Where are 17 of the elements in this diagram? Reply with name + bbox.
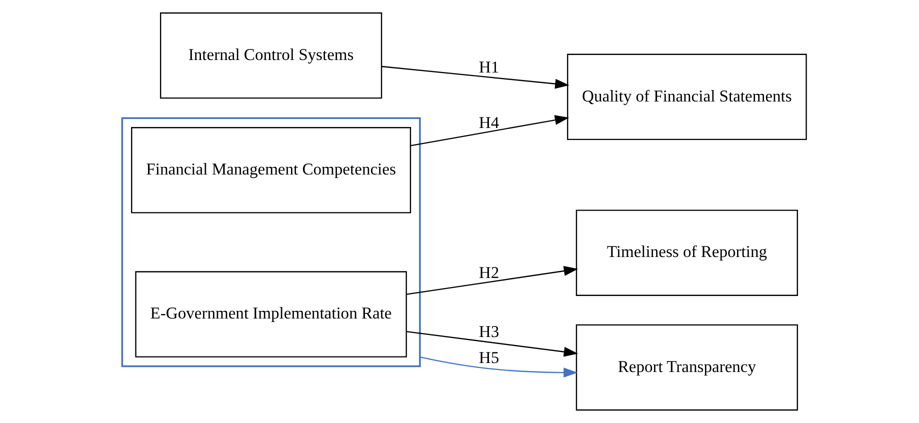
arrow [406,266,578,295]
edge-label: H5 [478,348,500,367]
edge-label: H1 [478,57,500,76]
node-box: Financial Management Competencies [131,127,412,214]
arrow [410,115,570,146]
edge-label: H3 [478,322,500,341]
node-box: E-Government Implementation Rate [135,271,407,358]
node-box: Quality of Financial Statements [567,54,807,140]
arrow [406,330,578,357]
arrow [420,356,578,378]
edge-label: H2 [478,262,500,282]
node-box: Report Transparency [576,324,798,411]
edge-label: H4 [478,112,500,132]
node-box: Timeliness of Reporting [576,210,798,296]
cluster [121,117,421,368]
node-box: Internal Control Systems [160,12,382,99]
arrow [382,66,570,89]
